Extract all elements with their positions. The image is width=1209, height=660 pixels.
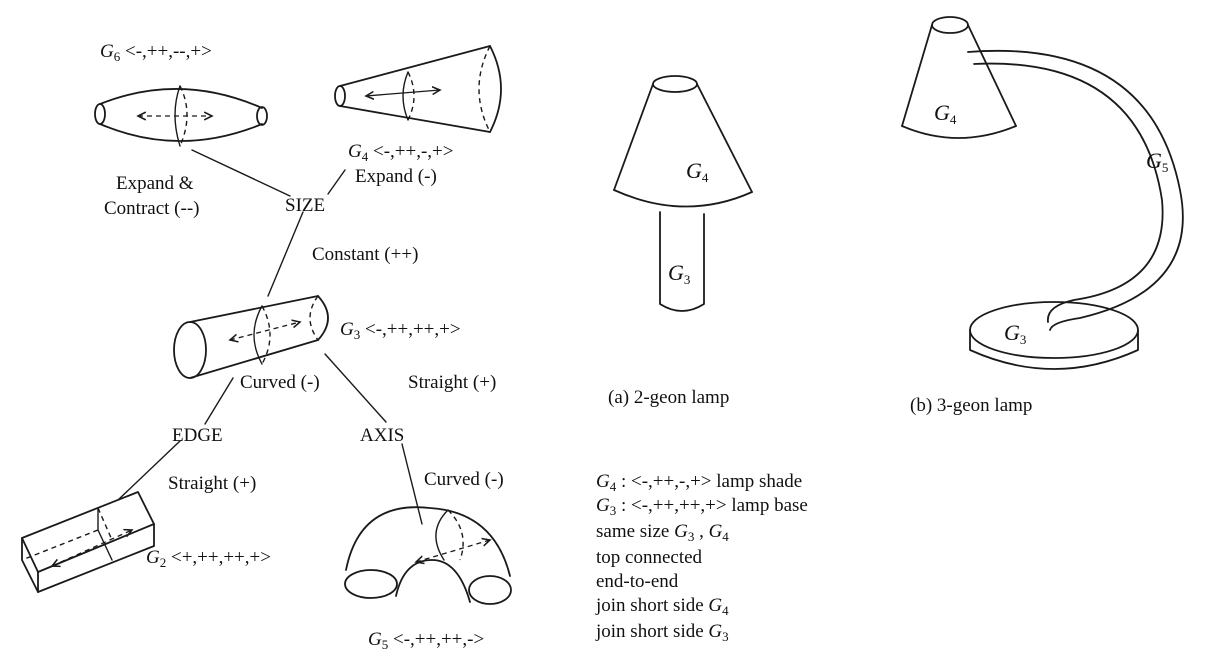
description-line-end-to-end: end-to-end (596, 571, 679, 592)
lamp-b-shade-bottom (901, 125, 1017, 139)
connector-g4-size (327, 169, 346, 195)
description-line-join-g3: join short side G3 (596, 621, 729, 644)
geon-g2-label: G2 <+,++,++,+> (146, 547, 271, 570)
branch-straight-axis: Straight (+) (408, 372, 497, 393)
connector-g3-axis (324, 353, 387, 423)
lamp-a-shade-bottom (613, 189, 753, 208)
description-line-same-size: same size G3 , G4 (596, 521, 729, 544)
branch-curved-axis: Curved (-) (424, 469, 504, 490)
geon-g6-shape (94, 85, 268, 147)
connector-g6-size (191, 149, 291, 197)
branch-expand-contract-line2: Contract (--) (104, 198, 200, 219)
lamp-b-arm-outer (967, 50, 1184, 331)
lamp-b-caption: (b) 3-geon lamp (910, 395, 1033, 416)
geon-g6-label: G6 <-,++,--,+> (100, 41, 212, 64)
connector-size-g3 (267, 211, 304, 297)
connector-edge-g2 (117, 440, 181, 501)
geon-g3-label: G3 <-,++,++,+> (340, 319, 461, 342)
geon-g4-label: G4 <-,++,-,+> (348, 141, 454, 164)
description-line-g3: G3 : <-,++,++,+> lamp base (596, 495, 808, 518)
lamp-a-base-label: G3 (668, 260, 691, 287)
node-edge: EDGE (172, 425, 223, 446)
branch-constant: Constant (++) (312, 244, 419, 265)
lamp-b-base-top (969, 301, 1139, 359)
description-line-g4: G4 : <-,++,-,+> lamp shade (596, 471, 803, 494)
tree-connectors (117, 149, 423, 525)
geon-g2-box-shape (21, 491, 155, 593)
description-line-top-connected: top connected (596, 547, 703, 568)
node-size: SIZE (285, 195, 326, 216)
lamp-b-arm-inner (973, 62, 1164, 323)
geon-g3-cylinder-shape (173, 295, 329, 379)
description-line-join-g4: join short side G4 (596, 595, 729, 618)
lamp-b-base-side (969, 329, 1139, 370)
branch-curved-edge: Curved (-) (240, 372, 320, 393)
lamp-b-drawing (901, 16, 1184, 370)
branch-straight-edge: Straight (+) (168, 473, 257, 494)
lamp-a-drawing (613, 75, 753, 312)
lamp-a-caption: (a) 2-geon lamp (608, 387, 730, 408)
geon-g4-cone-shape (334, 45, 502, 133)
lamp-a-base-cylinder (659, 211, 705, 312)
geon-g5-curved-tube-shape (344, 506, 512, 605)
lamp-a-shade-label: G4 (686, 158, 709, 185)
connector-axis-g5 (401, 443, 423, 525)
connector-g3-edge (204, 377, 234, 425)
lamp-b-arm-label: G5 (1146, 148, 1169, 175)
node-axis: AXIS (360, 425, 405, 446)
geon-g5-label: G5 <-,++,++,-> (368, 629, 485, 652)
lamp-b-shade-top (931, 16, 969, 34)
lamp-b-shade-label: G4 (934, 100, 957, 127)
lamp-a-shade-top (652, 75, 698, 93)
branch-expand-contract-line1: Expand & (116, 173, 194, 194)
lamp-b-base-label: G3 (1004, 320, 1027, 347)
branch-expand: Expand (-) (355, 166, 437, 187)
